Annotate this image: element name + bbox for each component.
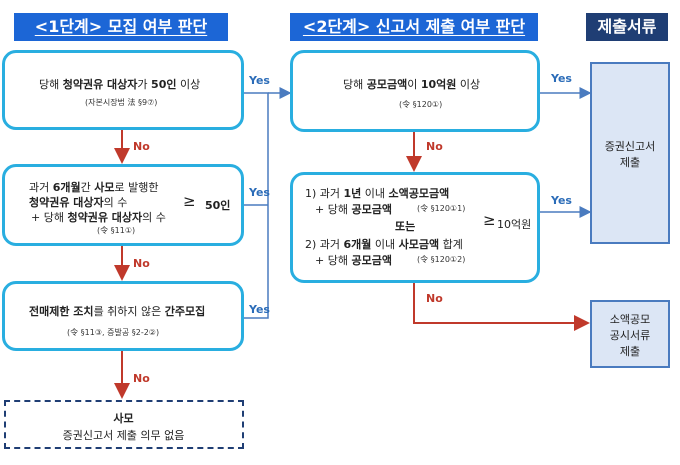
box2-line2: 청약권유 대상자의 수 [29,196,128,209]
stage1-header: <1단계> 모집 여부 판단 [14,13,228,41]
box2-line3: + 당해 청약권유 대상자의 수 [31,211,166,224]
stage1-box-investors: 당해 청약권유 대상자가 50인 이상 (자본시장법 法 §9⑦) [2,50,244,130]
box3-ref: (令 §11③, 증발공 §2-2②) [67,328,160,337]
box2-line1: 과거 6개월간 사모로 발행한 [29,181,159,194]
box1-ref: (자본시장법 法 §9⑦) [85,98,158,107]
no-label-2: No [133,257,150,270]
box2-ref: (令 §11①) [97,226,136,235]
no-arrow-to-small [413,283,590,331]
s2box1-text: 당해 공모금액이 10억원 이상 [343,78,481,91]
yes-label-2: Yes [249,186,270,199]
s2box2-ref1: (令 §120①1) [417,204,466,213]
stage2-box-amount: 당해 공모금액이 10억원 이상 (令 §120①) [290,50,540,132]
s2box2-line2: + 당해 공모금액 [315,203,392,216]
no-label-s2-1: No [426,140,443,153]
yes-label-1: Yes [249,74,270,87]
doc2-line2: 공시서류 [609,329,651,342]
doc2-line1: 소액공모 [609,313,651,326]
no-label-1: No [133,140,150,153]
doc2-line3: 제출 [619,345,641,358]
yes-label-s2-1: Yes [551,72,572,85]
stage1-box-deemed-offering: 전매제한 조치를 취하지 않은 간주모집 (令 §11③, 증발공 §2-2②) [2,281,244,351]
s2box1-ref: (令 §120①) [399,100,443,109]
box3-text: 전매제한 조치를 취하지 않은 간주모집 [29,305,206,318]
no-label-s2-2: No [426,292,443,305]
no-label-3: No [133,372,150,385]
yes-label-3: Yes [249,303,270,316]
stage2-header: <2단계> 신고서 제출 여부 판단 [290,13,538,41]
box2-ge-symbol: ≥ [183,192,196,210]
doc-registration-statement: 증권신고서 제출 [590,62,670,244]
s2box2-ge-symbol: ≥ [483,211,496,229]
stage1-box-past-private: 과거 6개월간 사모로 발행한 청약권유 대상자의 수 + 당해 청약권유 대상… [2,164,244,246]
box4-subtitle: 증권신고서 제출 의무 없음 [62,429,185,442]
yes-label-s2-2: Yes [551,194,572,207]
doc-small-offering: 소액공모 공시서류 제출 [590,300,670,368]
doc1-line2: 제출 [619,156,641,169]
s2box2-ref2: (令 §120①2) [417,255,466,264]
s2box2-or: 또는 [395,220,416,233]
doc1-line1: 증권신고서 [604,140,656,153]
box1-text: 당해 청약권유 대상자가 50인 이상 [39,78,201,91]
stage1-box-private-result: 사모 증권신고서 제출 의무 없음 [4,400,244,449]
box2-threshold: 50인 [205,199,231,212]
s2box2-line3: 2) 과거 6개월 이내 사모금액 합계 [305,238,463,251]
s2box2-threshold: 10억원 [497,218,532,231]
s2box2-line1: 1) 과거 1년 이내 소액공모금액 [305,187,450,200]
box4-title: 사모 [113,412,134,425]
stage2-box-aggregate: 1) 과거 1년 이내 소액공모금액 + 당해 공모금액 (令 §120①1) … [290,172,540,283]
s2box2-line4: + 당해 공모금액 [315,254,392,267]
docs-header: 제출서류 [586,13,668,41]
